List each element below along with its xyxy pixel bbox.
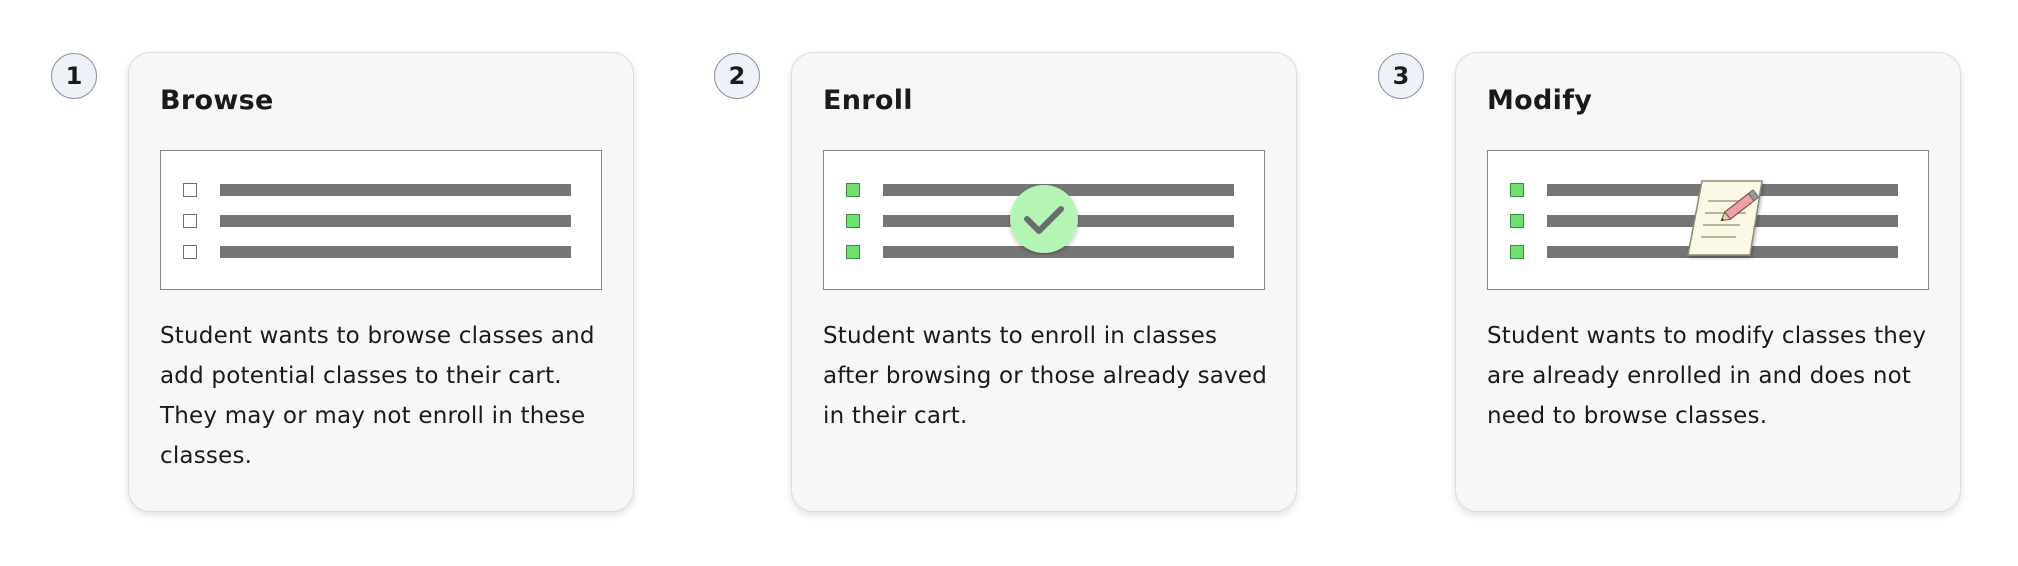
card-title: Enroll	[823, 85, 913, 116]
class-placeholder-bar	[883, 246, 1234, 258]
checked-checkbox-icon	[846, 245, 860, 259]
unchecked-checkbox-icon	[183, 214, 197, 228]
step-number-badge: 2	[714, 53, 760, 99]
unchecked-checkbox-icon	[183, 183, 197, 197]
card-title: Modify	[1487, 85, 1593, 116]
step-number-badge: 3	[1378, 53, 1424, 99]
class-list-illustration	[160, 150, 602, 290]
class-list-illustration	[1487, 150, 1929, 290]
step-card-enroll: Enroll Student wants to enroll in classe…	[791, 52, 1297, 512]
step-number: 1	[65, 62, 83, 90]
card-description: Student wants to modify classes they are…	[1487, 323, 1927, 429]
class-list-illustration	[823, 150, 1265, 290]
note-with-pencil-icon	[1687, 180, 1763, 256]
class-placeholder-bar	[220, 246, 571, 258]
class-placeholder-bar	[220, 215, 571, 227]
card-description: Student wants to browse classes and add …	[160, 323, 595, 469]
step-card-modify: Modify	[1455, 52, 1961, 512]
step-number-badge: 1	[51, 53, 97, 99]
checked-checkbox-icon	[1510, 214, 1524, 228]
step-card-browse: Browse Student wants to browse classes a…	[128, 52, 634, 512]
checked-checkbox-icon	[846, 214, 860, 228]
checked-checkbox-icon	[1510, 183, 1524, 197]
checked-checkbox-icon	[1510, 245, 1524, 259]
checkmark-circle-icon	[1010, 185, 1078, 253]
class-list-row	[161, 214, 601, 228]
card-description: Student wants to enroll in classes after…	[823, 323, 1268, 429]
unchecked-checkbox-icon	[183, 245, 197, 259]
class-list-row	[824, 245, 1264, 259]
card-title: Browse	[160, 85, 274, 116]
checked-checkbox-icon	[846, 183, 860, 197]
step-number: 3	[1392, 62, 1410, 90]
class-placeholder-bar	[220, 184, 571, 196]
step-number: 2	[728, 62, 746, 90]
class-list-row	[161, 183, 601, 197]
class-list-row	[161, 245, 601, 259]
